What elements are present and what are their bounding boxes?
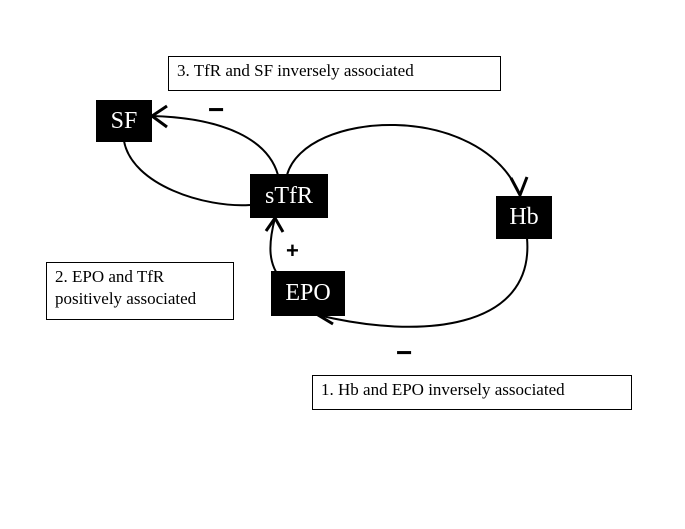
plus-sign-epo: + — [286, 238, 299, 263]
note-3: 3. TfR and SF inversely associated — [168, 56, 501, 91]
note-2: 2. EPO and TfR positively associated — [46, 262, 234, 320]
note-1: 1. Hb and EPO inversely associated — [312, 375, 632, 410]
arrowhead-stfr — [264, 215, 285, 233]
arrow-hb-to-epo — [317, 237, 529, 328]
note-2-line-2: positively associated — [55, 289, 197, 308]
minus-sign-hb-epo: − — [396, 337, 413, 368]
node-hb: Hb — [496, 196, 552, 239]
minus-sign-sf: − — [208, 94, 225, 125]
node-epo: EPO — [271, 271, 345, 316]
arrow-stfr-to-hb — [286, 123, 521, 196]
arrowhead-sf — [149, 104, 168, 129]
note-2-line-1: 2. EPO and TfR — [55, 267, 165, 286]
node-sf: SF — [96, 100, 152, 142]
arrow-sf-to-stfr — [123, 140, 251, 207]
node-stfr: sTfR — [250, 174, 328, 218]
arrowhead-hb — [509, 176, 529, 199]
arrow-stfr-to-sf — [151, 115, 279, 176]
